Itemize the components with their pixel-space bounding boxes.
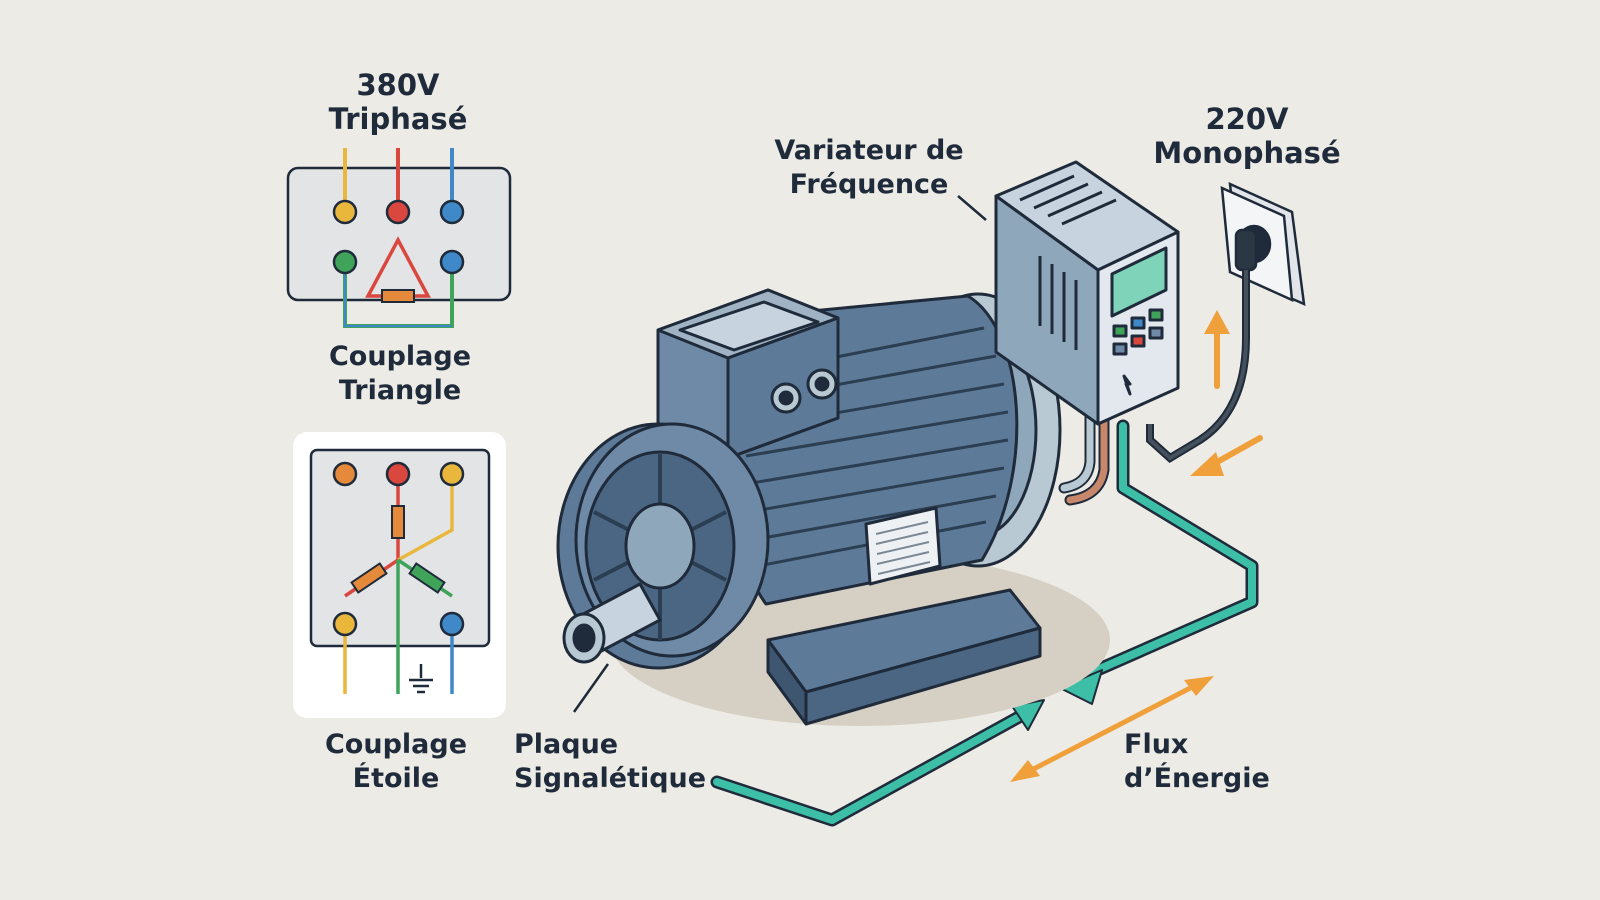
label-etoile-line2: Étoile xyxy=(352,763,440,794)
label-etoile-line1: Couplage xyxy=(324,729,468,760)
label-plaque-line2: Signalétique xyxy=(514,763,707,794)
label-triangle-line2: Triangle xyxy=(338,375,462,406)
label-triangle-line1: Couplage xyxy=(328,341,472,372)
label-couplage-etoile: Couplage Étoile xyxy=(296,728,496,796)
label-220v-monophase: 220V Monophasé xyxy=(1152,102,1342,170)
label-couplage-triangle: Couplage Triangle xyxy=(300,340,500,408)
energy-flow-arrows xyxy=(710,310,1263,827)
label-flux-energie: Flux d’Énergie xyxy=(1124,728,1294,796)
label-380v-line1: 380V xyxy=(356,68,440,102)
label-plaque-line1: Plaque xyxy=(514,729,619,760)
label-variateur-line2: Fréquence xyxy=(789,169,949,200)
label-variateur-line1: Variateur de xyxy=(774,135,964,166)
label-380v-line2: Triphasé xyxy=(328,102,468,136)
label-plaque-signaletique: Plaque Signalétique xyxy=(514,728,724,796)
electric-motor xyxy=(556,288,1062,726)
label-220v-line1: 220V xyxy=(1205,102,1289,136)
motor-supply-cables xyxy=(1058,408,1110,506)
label-380v-triphase: 380V Triphasé xyxy=(308,68,488,136)
label-flux-line2: d’Énergie xyxy=(1124,763,1270,794)
label-220v-line2: Monophasé xyxy=(1153,136,1341,170)
label-variateur-frequence: Variateur de Fréquence xyxy=(764,134,974,202)
star-coupling-terminal-box xyxy=(293,432,506,718)
label-leader-lines xyxy=(572,195,987,713)
label-flux-line1: Flux xyxy=(1124,729,1189,760)
wall-socket xyxy=(1146,181,1306,463)
triangle-coupling-terminal-box xyxy=(286,148,512,328)
frequency-inverter xyxy=(994,160,1180,426)
